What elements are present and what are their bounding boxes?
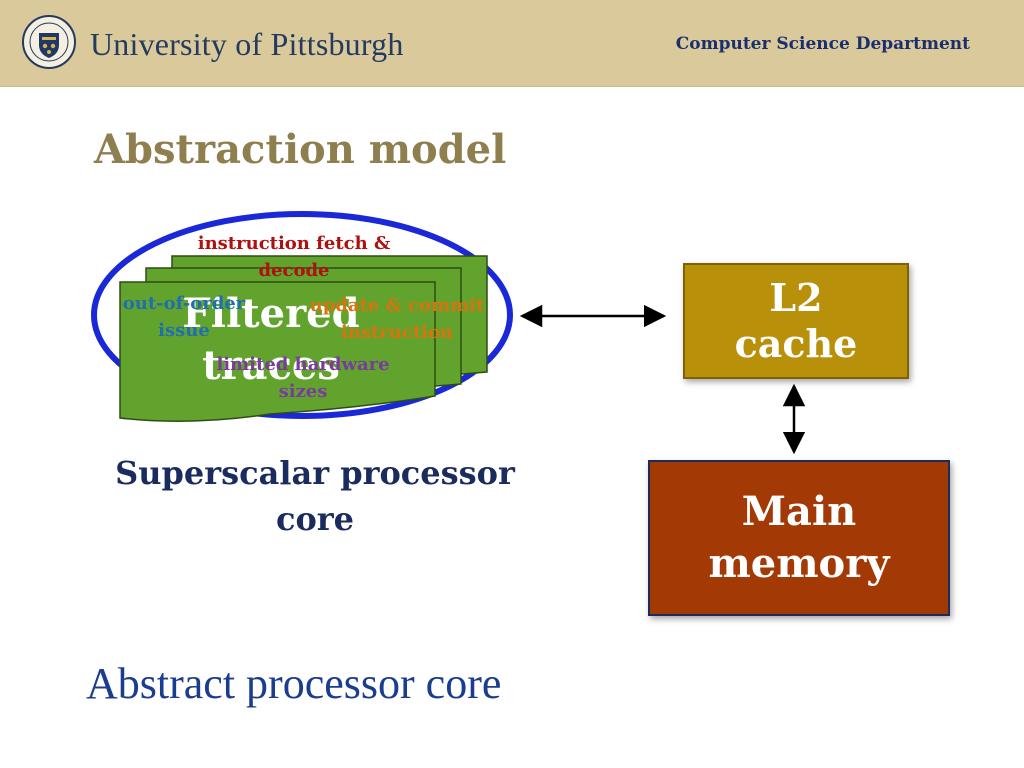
header-bar: University of Pittsburgh Computer Scienc… — [0, 0, 1024, 87]
main-memory-label: Main memory — [708, 488, 890, 587]
processor-core-ellipse — [91, 211, 513, 419]
university-seal-icon — [22, 15, 76, 69]
l2-cache-box: L2 cache — [683, 263, 909, 379]
department-name: Computer Science Department — [675, 34, 970, 54]
university-name: University of Pittsburgh — [90, 26, 404, 62]
filtered-traces-label: Filtered traces — [182, 290, 360, 389]
superscalar-core-caption: Superscalar processor core — [115, 454, 515, 538]
main-memory-box: Main memory — [648, 460, 950, 616]
out-of-order-issue-label: out-of-order issue — [122, 293, 246, 341]
hardware-sizes-label: limited hardware sizes — [216, 354, 390, 402]
l2-cache-label: L2 cache — [734, 275, 858, 366]
trace-card-front — [119, 281, 436, 422]
abstract-core-text: Abstract processor core — [86, 659, 502, 708]
fetch-decode-label: instruction fetch & decode — [197, 233, 391, 281]
update-commit-label: update & commit instruction — [309, 295, 485, 343]
slide-title: Abstraction model — [94, 126, 507, 173]
